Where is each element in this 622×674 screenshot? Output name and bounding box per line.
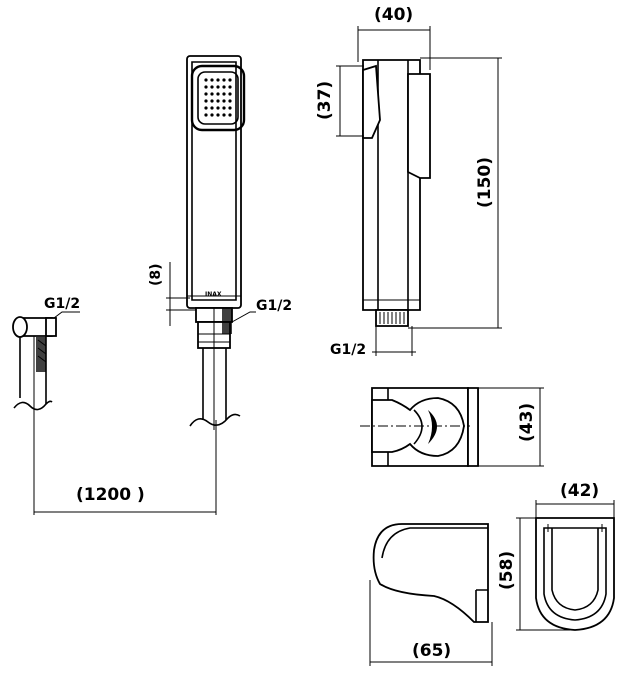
hose-length-dimension xyxy=(34,420,217,515)
holder-42-label: (42) xyxy=(560,481,599,501)
front-thread-label: G1/2 xyxy=(256,298,292,314)
height-150-dimension xyxy=(408,57,502,329)
offset-8-label: (8) xyxy=(148,263,164,286)
side-thread-dimension xyxy=(372,326,416,356)
height-37-label: (37) xyxy=(315,81,335,120)
width-40-dimension xyxy=(357,26,431,70)
spray-nozzles xyxy=(204,78,232,117)
valve-thread-label: G1/2 xyxy=(44,296,80,312)
width-40-label: (40) xyxy=(374,5,413,25)
hose-length-label: (1200 ) xyxy=(76,485,145,505)
holder-43-dimension xyxy=(478,387,544,467)
holder-65-dimension xyxy=(369,580,493,666)
holder-42-dimension xyxy=(535,500,615,518)
hand-shower-front: INAX xyxy=(186,55,246,430)
holder-top-view xyxy=(360,387,479,467)
height-150-label: (150) xyxy=(475,157,495,208)
holder-side-view xyxy=(372,523,489,623)
height-37-dimension xyxy=(336,65,364,137)
angle-valve xyxy=(12,316,57,515)
hand-shower-side xyxy=(362,59,431,327)
brand-logo: INAX xyxy=(205,291,222,298)
holder-front-view xyxy=(535,517,615,631)
holder-43-label: (43) xyxy=(517,403,537,442)
holder-58-label: (58) xyxy=(497,551,517,590)
holder-65-label: (65) xyxy=(412,641,451,661)
side-thread-label: G1/2 xyxy=(330,342,366,358)
holder-58-dimension xyxy=(516,517,570,631)
offset-8-dimension xyxy=(166,262,196,326)
